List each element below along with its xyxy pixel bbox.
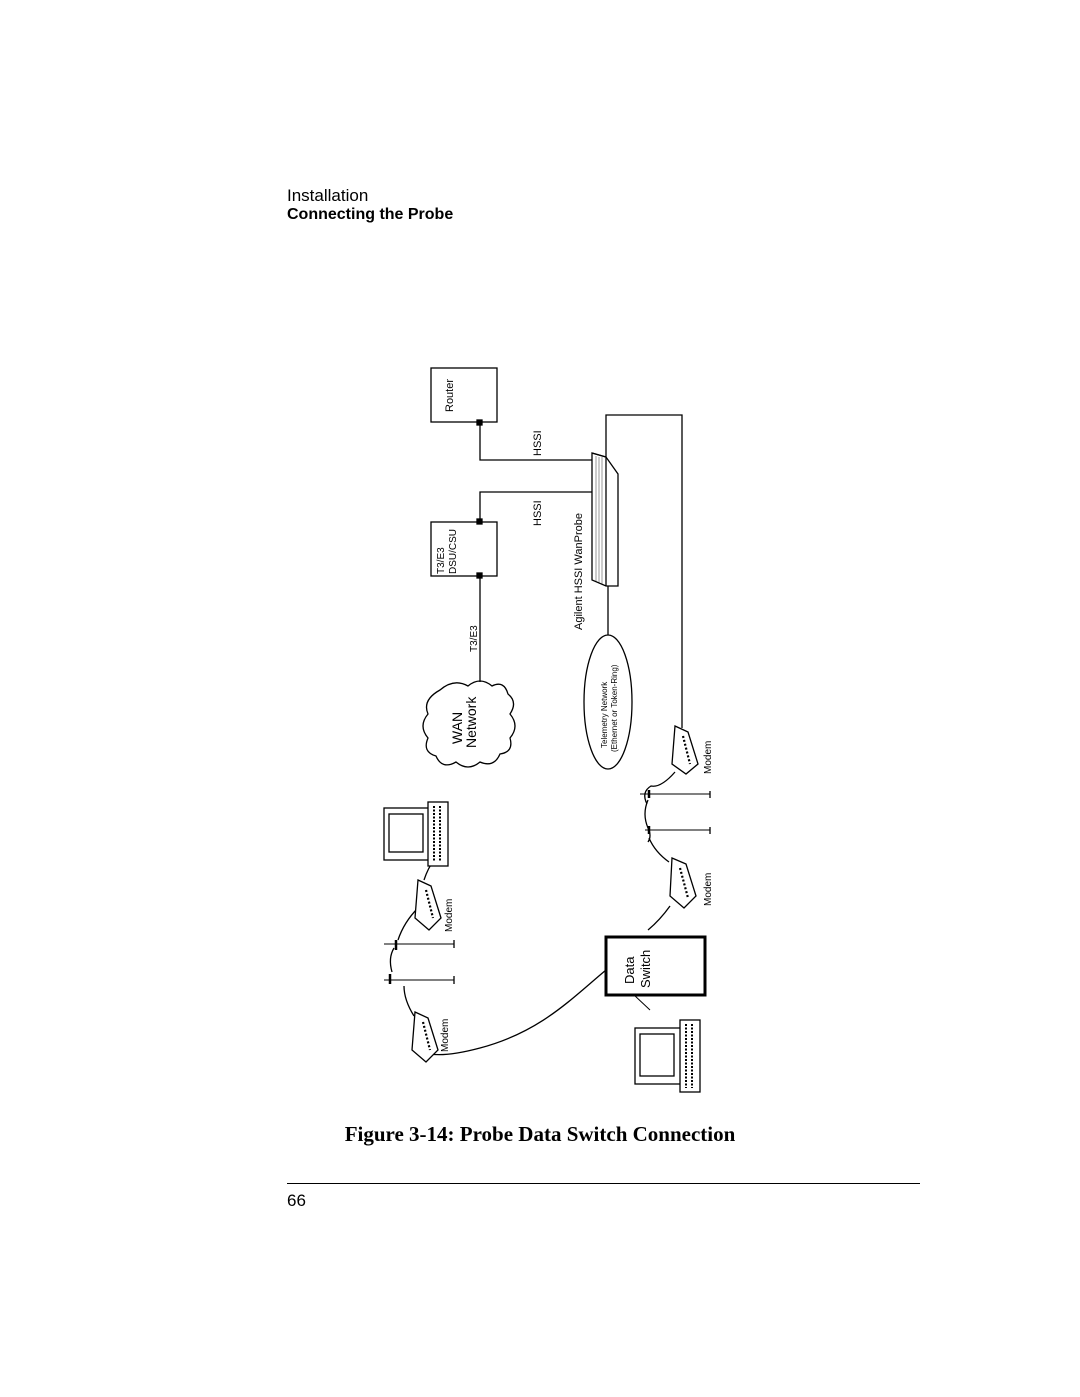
section-header: Installation bbox=[287, 186, 369, 205]
switch-label-line1: Data bbox=[622, 956, 637, 984]
probe-label: Agilent HSSI WanProbe bbox=[573, 513, 585, 630]
router-box bbox=[430, 367, 498, 423]
modem-probe bbox=[671, 725, 699, 775]
figure-caption: Figure 3-14: Probe Data Switch Connectio… bbox=[344, 1122, 736, 1146]
modem-remote-top-label: Modem bbox=[444, 899, 455, 932]
hssi-link-dsu bbox=[479, 491, 595, 520]
probe-modem-link bbox=[605, 414, 683, 728]
telemetry-label-line2: (Ethernet or Token-Ring) bbox=[610, 664, 619, 752]
modem-remote-bottom-label: Modem bbox=[440, 1019, 451, 1052]
modem-remote-top bbox=[414, 879, 442, 931]
data-switch bbox=[604, 935, 707, 997]
dsu-label-line2: DSU/CSU bbox=[448, 529, 459, 574]
wan-cloud bbox=[422, 680, 516, 768]
wan-label-line2: Network bbox=[463, 696, 479, 748]
telemetry-ellipse bbox=[583, 634, 633, 770]
modem-remote-bottom bbox=[411, 1011, 439, 1063]
hssi-label-top: HSSI bbox=[532, 430, 544, 456]
hssi-link-router bbox=[479, 424, 595, 461]
wan-label-line1: WAN bbox=[449, 712, 465, 744]
modem-probe-label: Modem bbox=[703, 741, 714, 774]
router-label: Router bbox=[444, 379, 456, 412]
dsu-csu-box bbox=[430, 521, 498, 577]
dsu-label-line1: T3/E3 bbox=[436, 547, 447, 574]
section-title: Connecting the Probe bbox=[287, 206, 454, 223]
hssi-label-bottom: HSSI bbox=[532, 500, 544, 526]
t3e3-link-label: T3/E3 bbox=[469, 625, 480, 652]
telemetry-label-line1: Telemetry Network bbox=[600, 681, 609, 748]
modem-switch-label: Modem bbox=[703, 873, 714, 906]
switch-label-line2: Switch bbox=[638, 950, 653, 988]
modem-switch bbox=[669, 857, 697, 909]
page-number: 66 bbox=[287, 1191, 306, 1210]
footer-rule bbox=[287, 1183, 920, 1184]
remote-cable bbox=[421, 969, 607, 1056]
network-diagram: Router T3/E3 DSU/CSU HSSI HSSI T3/E3 WAN… bbox=[370, 360, 730, 1100]
